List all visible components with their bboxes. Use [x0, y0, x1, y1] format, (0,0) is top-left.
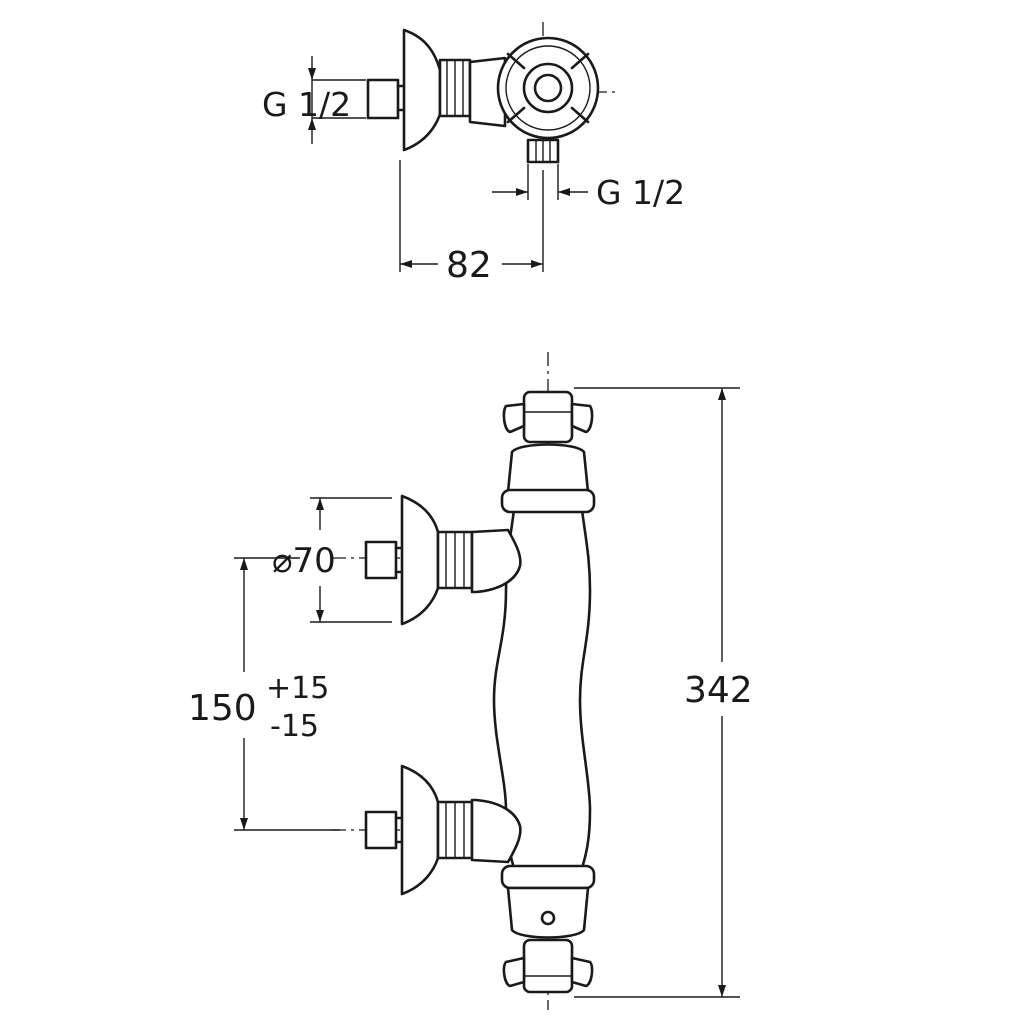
front-top-nipple [364, 540, 398, 580]
front-view: ⌀70 150 +15 -15 342 [188, 352, 753, 1010]
top-connector [468, 56, 507, 128]
dim-depth-label: 82 [446, 245, 492, 286]
dim-dia-arrow-bottom [316, 610, 324, 622]
front-top-connector [470, 528, 522, 594]
dim-342-arrow-bottom [718, 985, 726, 997]
dim-g12-bottom-arrow-left [516, 188, 528, 196]
top-wall-flange [402, 28, 442, 152]
lower-ring [500, 864, 596, 890]
top-handle-arm-right [570, 402, 594, 434]
dim-tolerance-minus: -15 [270, 709, 319, 744]
bottom-handle-arm-right [570, 956, 594, 988]
dim-height-label: 342 [684, 670, 753, 711]
front-bottom-flange [400, 764, 440, 896]
dim-82-arrow-right [531, 260, 543, 268]
dim-g12-left-arrow-top [308, 68, 316, 80]
front-bottom-connector [470, 798, 522, 864]
upper-collar [506, 443, 590, 494]
upper-ring [500, 488, 596, 514]
bottom-handle-arm-left [502, 956, 526, 988]
front-top-flange [400, 494, 440, 626]
dim-82-arrow-left [400, 260, 412, 268]
dim-spacing-label: 150 [188, 688, 257, 729]
top-handle-arm-left [502, 402, 526, 434]
top-handle-cap [533, 73, 563, 103]
top-handle-spokes [506, 52, 590, 124]
dim-150-arrow-top [240, 558, 248, 570]
dim-342-arrow-top [718, 388, 726, 400]
dim-150-arrow-bottom [240, 818, 248, 830]
dim-g12-left-arrow-bottom [308, 118, 316, 130]
bottom-handle-stem [522, 938, 574, 994]
dim-diameter-label: ⌀70 [272, 541, 336, 581]
front-bottom-nipple [364, 810, 398, 850]
outlet-hole [540, 910, 556, 926]
top-view: G 1/2 G 1/2 82 [262, 22, 685, 286]
top-handle-stem [522, 390, 574, 444]
dim-thread-left-label: G 1/2 [262, 85, 351, 124]
dim-g12-bottom-arrow-right [558, 188, 570, 196]
dim-thread-bottom-label: G 1/2 [596, 173, 685, 212]
dim-dia-arrow-top [316, 498, 324, 510]
dim-tolerance-plus: +15 [266, 671, 329, 706]
top-handle-ring [505, 45, 591, 131]
top-inlet-nipple [366, 78, 400, 120]
